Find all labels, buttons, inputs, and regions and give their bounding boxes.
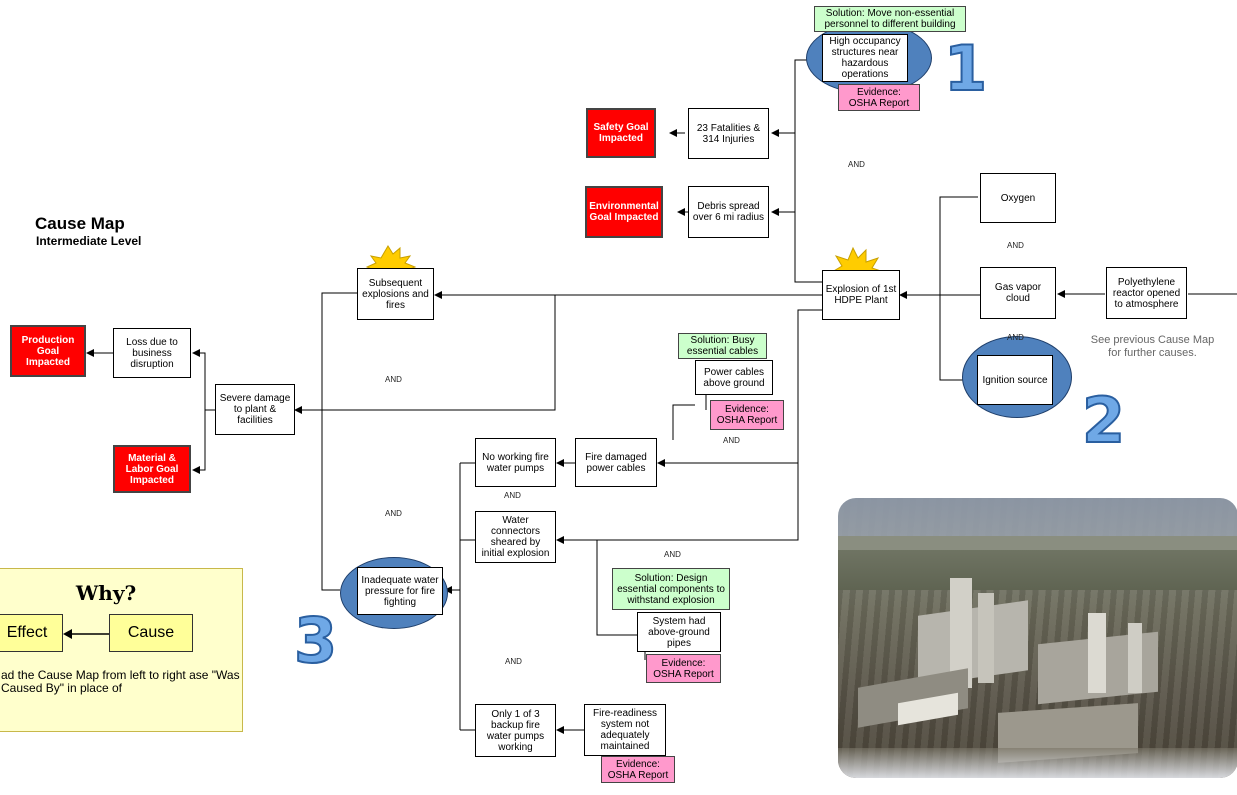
and-label: AND bbox=[1007, 333, 1024, 342]
node-gas-vapor: Gas vapor cloud bbox=[980, 267, 1056, 319]
node-explosion: Explosion of 1st HDPE Plant bbox=[822, 270, 900, 320]
node-water-connectors: Water connectors sheared by initial expl… bbox=[475, 511, 556, 563]
node-reactor: Polyethylene reactor opened to atmospher… bbox=[1106, 267, 1187, 319]
legend-arrow bbox=[63, 629, 109, 639]
solution-design-components: Solution: Design essential components to… bbox=[612, 568, 730, 610]
node-debris: Debris spread over 6 mi radius bbox=[688, 186, 769, 238]
and-label: AND bbox=[504, 491, 521, 500]
legend-text: ad the Cause Map from left to right ase … bbox=[1, 668, 240, 695]
and-label: AND bbox=[848, 160, 865, 169]
solution-move-personnel: Solution: Move non-essential personnel t… bbox=[814, 6, 966, 32]
and-label: AND bbox=[385, 375, 402, 384]
page-title: Cause Map bbox=[35, 214, 125, 233]
cause-number-1: 1 bbox=[943, 32, 988, 105]
production-goal-box: Production Goal Impacted bbox=[10, 325, 86, 377]
node-fatalities: 23 Fatalities & 314 Injuries bbox=[688, 108, 769, 159]
evidence-osha-3: Evidence: OSHA Report bbox=[646, 654, 721, 683]
node-subsequent: Subsequent explosions and fires bbox=[357, 268, 434, 320]
legend-box: Why? Effect Cause ad the Cause Map from … bbox=[0, 568, 243, 732]
node-power-cables-above: Power cables above ground bbox=[695, 360, 773, 395]
cause-number-3: 3 bbox=[293, 604, 338, 677]
safety-goal-box: Safety Goal Impacted bbox=[586, 108, 656, 158]
node-inadequate-pressure: Inadequate water pressure for fire fight… bbox=[357, 567, 443, 615]
material-labor-goal-box: Material & Labor Goal Impacted bbox=[113, 445, 191, 493]
node-fire-damaged-cables: Fire damaged power cables bbox=[575, 438, 657, 487]
and-label: AND bbox=[723, 436, 740, 445]
node-fire-readiness: Fire-readiness system not adequately mai… bbox=[584, 704, 666, 756]
previous-cause-map-note: See previous Cause Map for further cause… bbox=[1090, 334, 1215, 359]
page-subtitle: Intermediate Level bbox=[36, 234, 142, 248]
and-label: AND bbox=[385, 509, 402, 518]
node-ignition: Ignition source bbox=[977, 355, 1053, 405]
node-loss: Loss due to business disruption bbox=[113, 328, 191, 378]
evidence-osha-2: Evidence: OSHA Report bbox=[710, 400, 784, 430]
evidence-osha-1: Evidence: OSHA Report bbox=[838, 84, 920, 111]
and-label: AND bbox=[664, 550, 681, 559]
evidence-osha-4: Evidence: OSHA Report bbox=[601, 756, 675, 783]
legend-title: Why? bbox=[75, 581, 137, 605]
cause-number-2: 2 bbox=[1081, 384, 1126, 457]
solution-bury-cables: Solution: Busy essential cables bbox=[678, 333, 767, 359]
and-label: AND bbox=[1007, 241, 1024, 250]
legend-cause-box: Cause bbox=[109, 614, 193, 652]
node-no-pumps: No working fire water pumps bbox=[475, 438, 556, 487]
plant-aerial-photo bbox=[838, 498, 1237, 778]
environmental-goal-box: Environmental Goal Impacted bbox=[585, 186, 663, 238]
node-above-ground-pipes: System had above-ground pipes bbox=[637, 612, 721, 652]
node-severe-damage: Severe damage to plant & facilities bbox=[215, 384, 295, 435]
node-occupancy: High occupancy structures near hazardous… bbox=[822, 34, 908, 82]
and-label: AND bbox=[505, 657, 522, 666]
legend-effect-box: Effect bbox=[0, 614, 63, 652]
node-oxygen: Oxygen bbox=[980, 173, 1056, 223]
node-backup-pumps: Only 1 of 3 backup fire water pumps work… bbox=[475, 704, 556, 757]
